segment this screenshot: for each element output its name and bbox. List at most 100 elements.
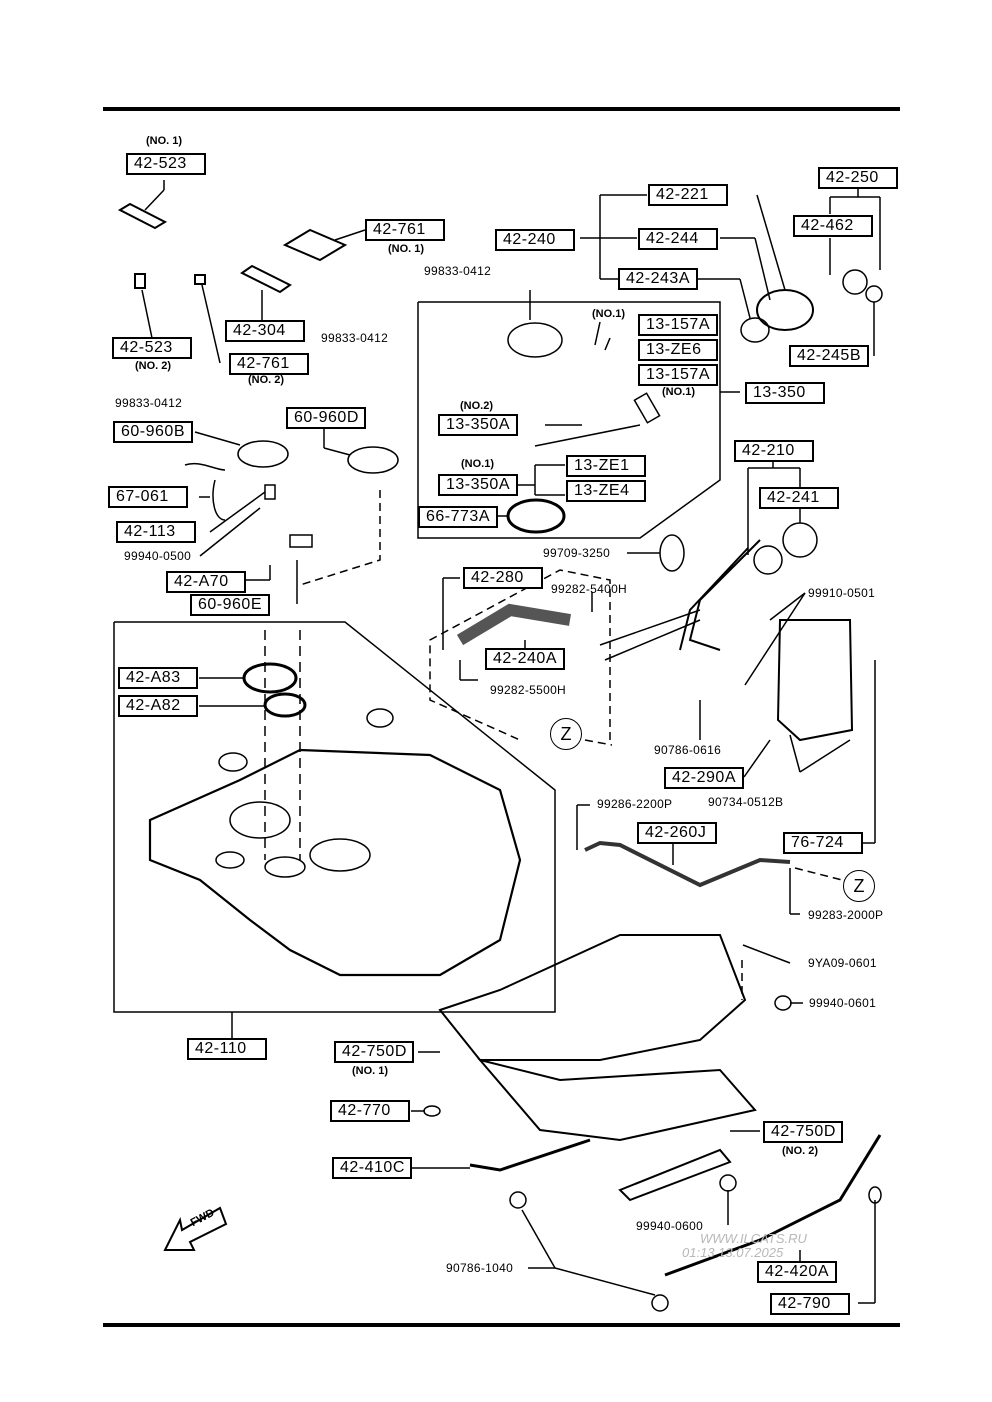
fuel-cap-42-462 bbox=[842, 269, 868, 295]
valve-42-245B bbox=[865, 285, 883, 303]
part-label-42-210[interactable]: 42-210 bbox=[734, 440, 814, 462]
gasket-66-773A bbox=[506, 498, 566, 534]
part-label-42-280[interactable]: 42-280 bbox=[463, 567, 543, 589]
filler-hose-42-240A bbox=[456, 603, 571, 646]
note-no1: (NO. 1) bbox=[388, 243, 425, 255]
part-label-42-750D-no1[interactable]: 42-750D bbox=[334, 1041, 414, 1063]
part-label-42-A82[interactable]: 42-A82 bbox=[118, 695, 198, 717]
bottom-border-rule bbox=[103, 1323, 900, 1327]
filler-pipe-42-210 bbox=[679, 539, 761, 651]
hardware-label-99709-3250[interactable]: 99709-3250 bbox=[543, 546, 611, 560]
part-label-42-462[interactable]: 42-462 bbox=[793, 215, 873, 237]
note-no1: (NO.1) bbox=[662, 386, 695, 398]
pad-42-304 bbox=[240, 264, 292, 294]
part-label-42-240[interactable]: 42-240 bbox=[495, 229, 575, 251]
part-label-42-790[interactable]: 42-790 bbox=[770, 1293, 850, 1315]
part-label-42-761-no1[interactable]: 42-761 bbox=[365, 219, 445, 241]
vent-hose-42-260J bbox=[584, 840, 791, 888]
seal-42-A82 bbox=[263, 692, 307, 718]
part-label-42-240A[interactable]: 42-240A bbox=[485, 648, 565, 670]
connector-marker-z: Z bbox=[843, 870, 875, 902]
hardware-label-9YA09-0601[interactable]: 9YA09-0601 bbox=[808, 956, 877, 970]
note-no1: (NO. 1) bbox=[146, 135, 183, 147]
part-label-76-724[interactable]: 76-724 bbox=[783, 832, 863, 854]
part-label-42-243A[interactable]: 42-243A bbox=[618, 268, 698, 290]
hardware-label-90786-1040[interactable]: 90786-1040 bbox=[446, 1261, 514, 1275]
part-label-42-750D-no2[interactable]: 42-750D bbox=[763, 1121, 843, 1143]
part-label-42-410C[interactable]: 42-410C bbox=[332, 1157, 412, 1179]
strap-42-420A bbox=[664, 1134, 882, 1277]
part-label-42-770[interactable]: 42-770 bbox=[330, 1100, 410, 1122]
pump-group-outline bbox=[417, 301, 721, 539]
part-label-60-960B[interactable]: 60-960B bbox=[113, 421, 193, 443]
hardware-label-99833-0412[interactable]: 99833-0412 bbox=[115, 396, 183, 410]
part-label-42-523-no2[interactable]: 42-523 bbox=[112, 337, 192, 359]
part-label-42-260J[interactable]: 42-260J bbox=[637, 822, 717, 844]
part-label-13-ZE1[interactable]: 13-ZE1 bbox=[566, 455, 646, 477]
fwd-arrow-icon bbox=[163, 1206, 228, 1251]
top-border-rule bbox=[103, 107, 900, 111]
part-label-42-420A[interactable]: 42-420A bbox=[757, 1261, 837, 1283]
note-no1: (NO.1) bbox=[461, 458, 494, 470]
part-label-66-773A[interactable]: 66-773A bbox=[418, 506, 498, 528]
part-label-13-157A[interactable]: 13-157A bbox=[638, 364, 718, 386]
part-label-42-A70[interactable]: 42-A70 bbox=[166, 571, 246, 593]
part-label-42-523-no1[interactable]: 42-523 bbox=[126, 153, 206, 175]
bracket-42-750D-no2 bbox=[618, 1148, 732, 1202]
note-no1: (NO.1) bbox=[592, 308, 625, 320]
part-label-42-221[interactable]: 42-221 bbox=[648, 184, 728, 206]
part-label-13-350A-no2[interactable]: 13-350A bbox=[438, 414, 518, 436]
hardware-label-99286-2200P[interactable]: 99286-2200P bbox=[597, 797, 673, 811]
part-label-42-761-no2[interactable]: 42-761 bbox=[229, 353, 309, 375]
pad-42-523-no2 bbox=[134, 273, 146, 289]
strap-99709-3250 bbox=[659, 534, 685, 572]
part-label-60-960E[interactable]: 60-960E bbox=[190, 594, 270, 616]
part-label-42-245B[interactable]: 42-245B bbox=[789, 345, 869, 367]
watermark-site: WWW.ILCATS.RU bbox=[700, 1231, 807, 1246]
part-label-13-350A-no1[interactable]: 13-350A bbox=[438, 474, 518, 496]
part-label-42-110[interactable]: 42-110 bbox=[187, 1038, 267, 1060]
part-label-13-350[interactable]: 13-350 bbox=[745, 382, 825, 404]
part-label-42-A83[interactable]: 42-A83 bbox=[118, 667, 198, 689]
sender-flange-60-960B bbox=[237, 440, 289, 468]
part-label-42-244[interactable]: 42-244 bbox=[638, 228, 718, 250]
under-cover-42-750D-no1 bbox=[438, 934, 747, 1061]
seal-42-A83 bbox=[242, 662, 298, 694]
part-label-67-061[interactable]: 67-061 bbox=[108, 486, 188, 508]
tank-group-outline bbox=[113, 621, 556, 1013]
strap-42-410C bbox=[469, 1138, 591, 1172]
hardware-label-99833-0412[interactable]: 99833-0412 bbox=[424, 264, 492, 278]
hardware-label-99940-0500[interactable]: 99940-0500 bbox=[124, 549, 192, 563]
part-label-13-ZE4[interactable]: 13-ZE4 bbox=[566, 480, 646, 502]
pad-42-761-no2 bbox=[194, 274, 206, 285]
pad-42-523-no1 bbox=[117, 202, 168, 230]
hardware-label-99940-0601[interactable]: 99940-0601 bbox=[809, 996, 877, 1010]
note-no2: (NO. 2) bbox=[248, 374, 285, 386]
part-label-42-241[interactable]: 42-241 bbox=[759, 487, 839, 509]
note-no2: (NO.2) bbox=[460, 400, 493, 412]
part-label-42-304[interactable]: 42-304 bbox=[225, 320, 305, 342]
part-label-13-157A[interactable]: 13-157A bbox=[638, 314, 718, 336]
under-cover-lower bbox=[477, 1058, 757, 1142]
part-label-13-ZE6[interactable]: 13-ZE6 bbox=[638, 339, 718, 361]
hardware-label-99833-0412[interactable]: 99833-0412 bbox=[321, 331, 389, 345]
part-label-42-290A[interactable]: 42-290A bbox=[664, 767, 744, 789]
part-label-60-960D[interactable]: 60-960D bbox=[286, 407, 366, 429]
hardware-label-99282-5400H[interactable]: 99282-5400H bbox=[551, 582, 628, 596]
note-no1: (NO. 1) bbox=[352, 1065, 389, 1077]
hardware-label-90734-0512B[interactable]: 90734-0512B bbox=[708, 795, 784, 809]
hardware-label-90786-0616[interactable]: 90786-0616 bbox=[654, 743, 722, 757]
heat-shield-42-290A bbox=[776, 619, 854, 742]
grommet-42-241 bbox=[782, 522, 818, 558]
hardware-label-99282-5500H[interactable]: 99282-5500H bbox=[490, 683, 567, 697]
fuel-pump-flange bbox=[507, 322, 563, 358]
sender-flange-60-960D bbox=[347, 446, 399, 474]
part-label-42-250[interactable]: 42-250 bbox=[818, 167, 898, 189]
note-no2: (NO. 2) bbox=[782, 1145, 819, 1157]
hardware-label-99910-0501[interactable]: 99910-0501 bbox=[808, 586, 876, 600]
hardware-label-99940-0600[interactable]: 99940-0600 bbox=[636, 1219, 704, 1233]
watermark-timestamp: 01:13 13.07.2025 bbox=[682, 1245, 784, 1260]
connector-marker-z: Z bbox=[550, 718, 582, 750]
hardware-label-99283-2000P[interactable]: 99283-2000P bbox=[808, 908, 884, 922]
part-label-42-113[interactable]: 42-113 bbox=[116, 521, 196, 543]
